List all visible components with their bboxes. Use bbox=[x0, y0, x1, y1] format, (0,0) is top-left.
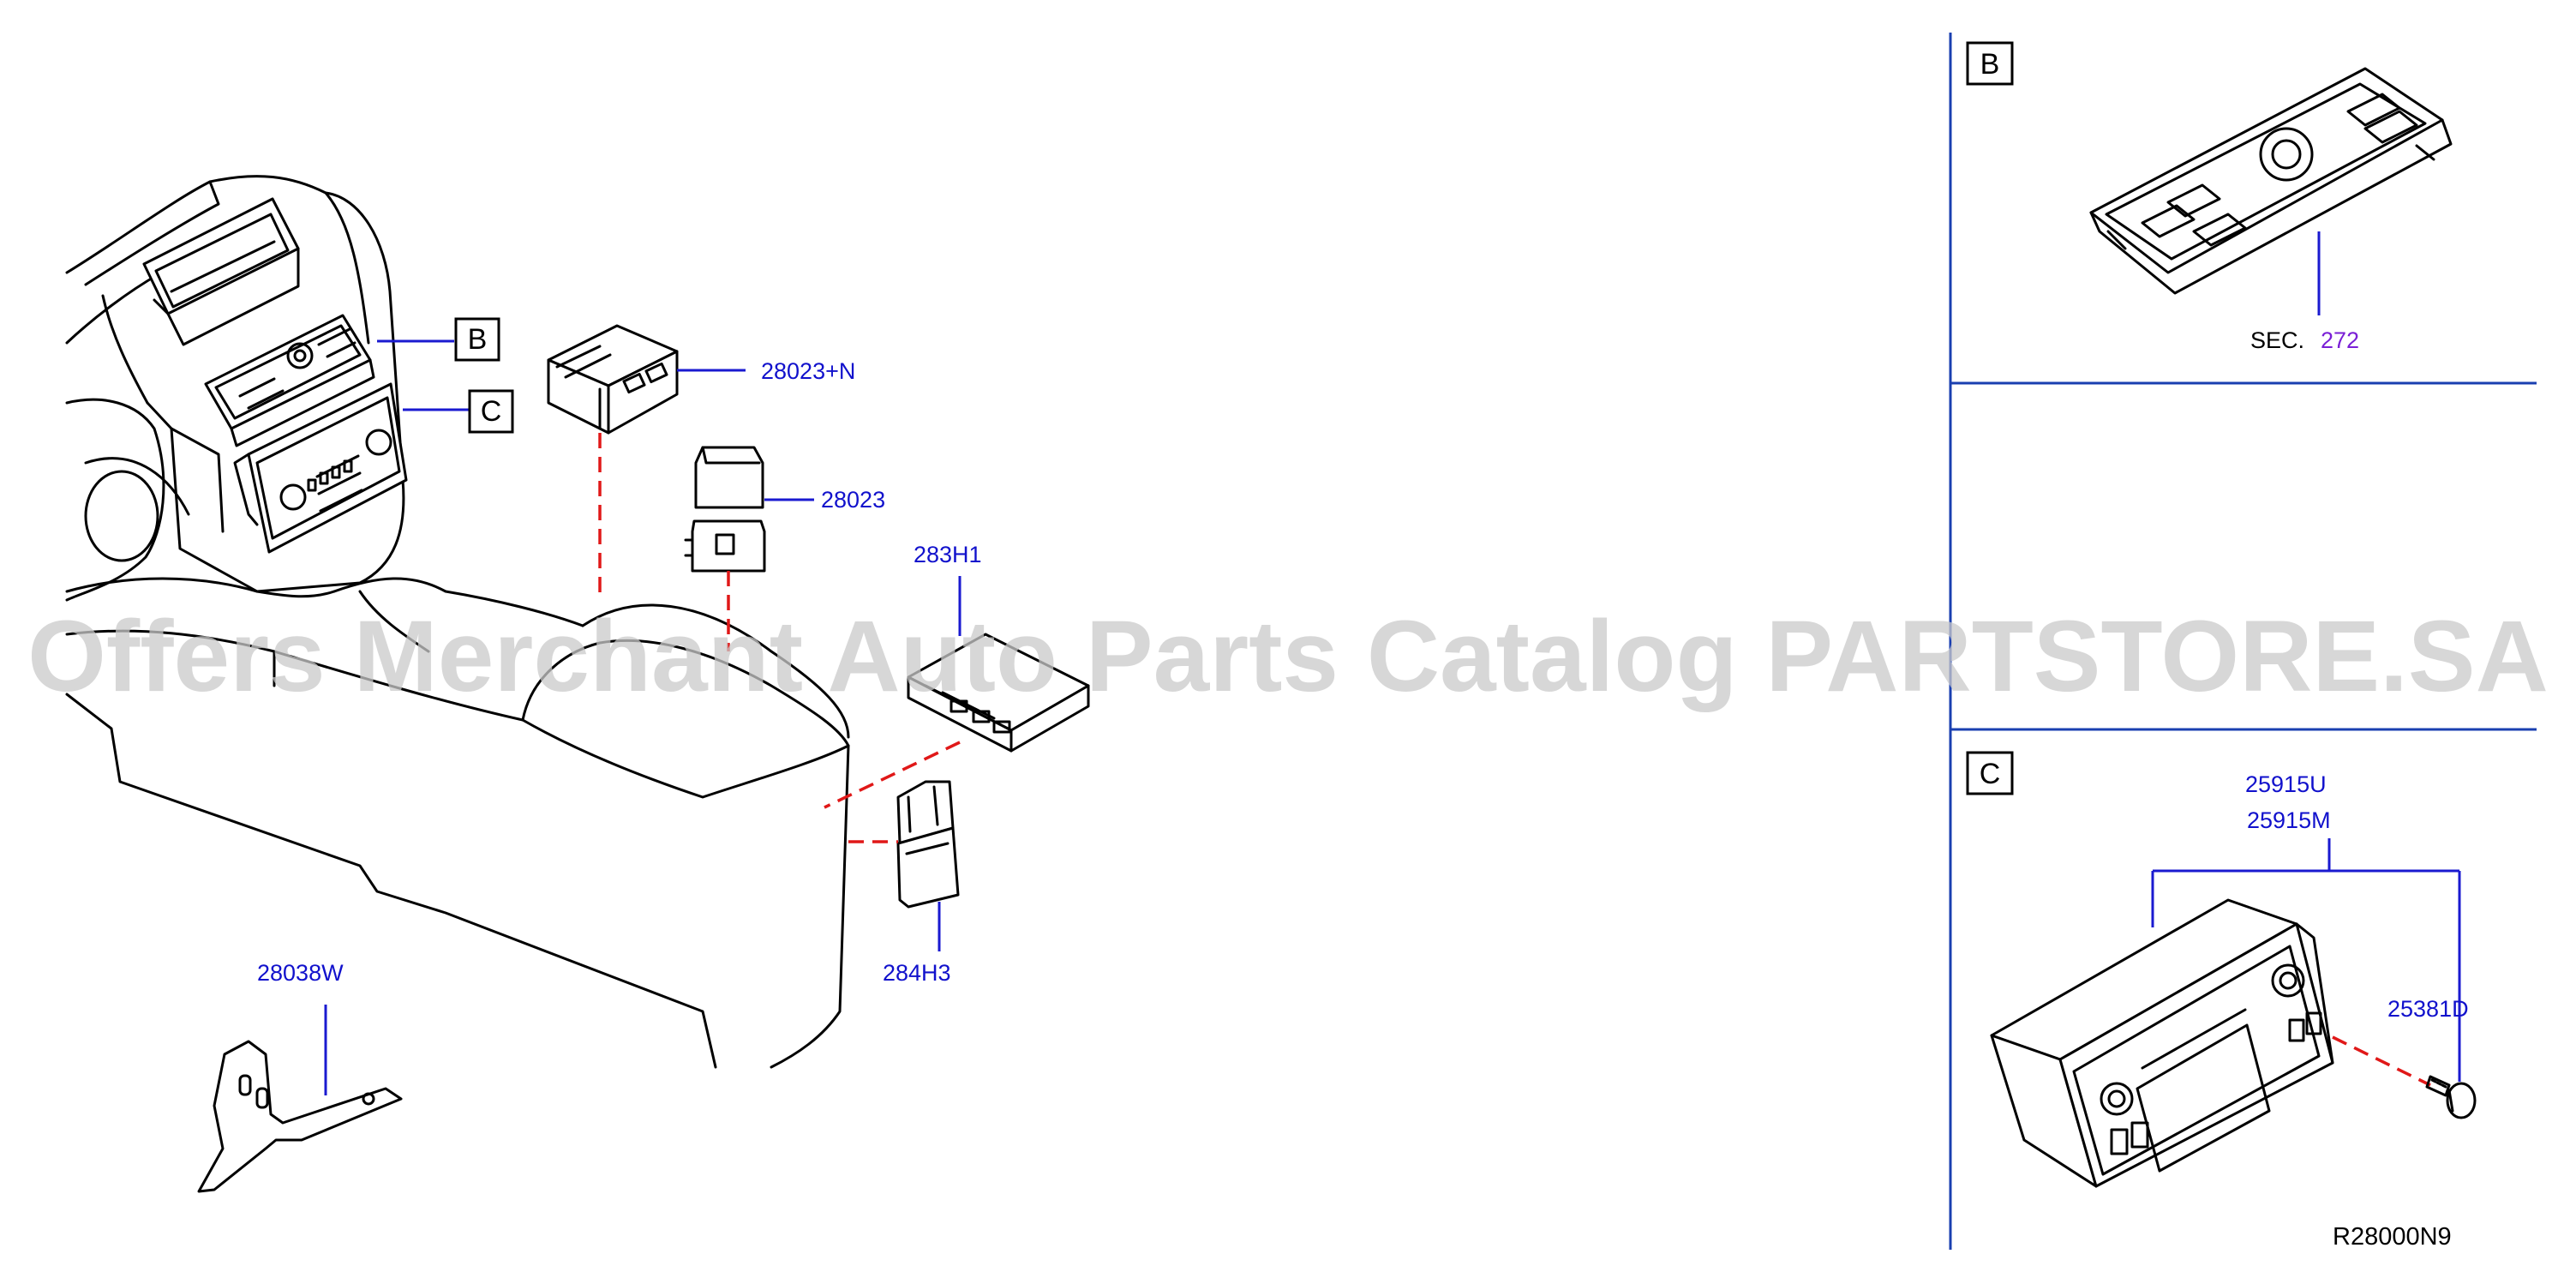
climate-panel-detail bbox=[2089, 67, 2453, 295]
part-label-284h3[interactable]: 284H3 bbox=[883, 960, 951, 986]
panel-b-letter: B bbox=[1980, 48, 2000, 81]
audio-unit-in-dash bbox=[233, 382, 408, 554]
part-label-283h1[interactable]: 283H1 bbox=[914, 542, 982, 567]
part-28023n-drawing bbox=[547, 324, 679, 435]
watermark-text: Offers Merchant Auto Parts Catalog PARTS… bbox=[27, 600, 2549, 713]
display-unit bbox=[142, 197, 300, 346]
panel-b-box: B bbox=[1966, 41, 2014, 86]
part-label-25381d[interactable]: 25381D bbox=[2387, 996, 2469, 1022]
panel-c-box: C bbox=[1966, 751, 2014, 795]
part-label-25915u[interactable]: 25915U bbox=[2245, 771, 2327, 797]
part-28023-drawing bbox=[684, 446, 766, 573]
dashed-connectors bbox=[598, 433, 961, 843]
leader-lines bbox=[324, 339, 962, 1095]
section-prefix: SEC. bbox=[2250, 327, 2304, 353]
part-284h3-drawing bbox=[896, 780, 960, 909]
part-label-28023[interactable]: 28023 bbox=[821, 487, 885, 513]
diagram-code: R28000N9 bbox=[2333, 1223, 2452, 1251]
screw-drawing bbox=[2332, 1035, 2477, 1119]
callout-box-c[interactable]: C bbox=[468, 389, 514, 434]
section-number[interactable]: 272 bbox=[2321, 327, 2359, 353]
dashboard-drawing bbox=[65, 175, 405, 602]
callout-letter-c: C bbox=[481, 395, 502, 428]
part-label-25915m[interactable]: 25915M bbox=[2247, 807, 2331, 833]
center-console-drawing bbox=[65, 577, 850, 1069]
climate-panel-in-dash bbox=[204, 314, 375, 447]
callout-box-b[interactable]: B bbox=[454, 317, 500, 362]
leader-bracket-25915 bbox=[2151, 838, 2461, 1059]
part-label-28038w[interactable]: 28038W bbox=[257, 960, 344, 986]
panel-dividers bbox=[1949, 33, 2537, 1250]
callout-letter-b: B bbox=[468, 323, 488, 356]
part-28038w-drawing bbox=[197, 1040, 403, 1193]
part-283h1-drawing bbox=[907, 633, 1090, 753]
audio-unit-detail bbox=[1990, 898, 2334, 1188]
panel-c-letter: C bbox=[1980, 758, 2001, 790]
part-label-28023n[interactable]: 28023+N bbox=[761, 358, 855, 384]
